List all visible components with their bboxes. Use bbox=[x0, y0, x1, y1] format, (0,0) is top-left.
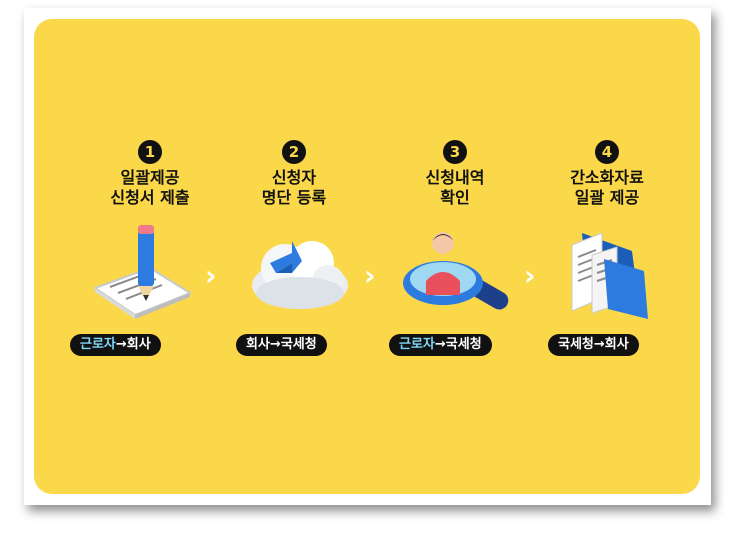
chevron-right-icon: › bbox=[524, 262, 536, 290]
step-title: 신청내역 확인 bbox=[380, 168, 530, 208]
step-3: 3 신청내역 확인 bbox=[380, 140, 530, 208]
flow-badge: 국세청→회사 bbox=[548, 334, 639, 356]
step-number: 2 bbox=[282, 140, 306, 164]
arrow-icon: → bbox=[116, 337, 127, 352]
step-title: 신청자 명단 등록 bbox=[219, 168, 369, 208]
step-number: 3 bbox=[443, 140, 467, 164]
step-title-line1: 신청자 bbox=[219, 168, 369, 188]
flow-badge: 근로자→회사 bbox=[70, 334, 161, 356]
step-4: 4 간소화자료 일괄 제공 bbox=[532, 140, 682, 208]
step-title-line2: 신청서 제출 bbox=[75, 188, 225, 208]
badge-from: 근로자 bbox=[80, 337, 116, 352]
flow-badge: 회사→국세청 bbox=[236, 334, 327, 356]
step-title-line2: 확인 bbox=[380, 188, 530, 208]
step-1: 1 일괄제공 신청서 제출 bbox=[75, 140, 225, 208]
step-title-line2: 일괄 제공 bbox=[532, 188, 682, 208]
step-number: 1 bbox=[138, 140, 162, 164]
step-title-line2: 명단 등록 bbox=[219, 188, 369, 208]
step-title: 일괄제공 신청서 제출 bbox=[75, 168, 225, 208]
badge-from: 근로자 bbox=[399, 337, 435, 352]
flow-badge: 근로자→국세청 bbox=[389, 334, 492, 356]
step-title: 간소화자료 일괄 제공 bbox=[532, 168, 682, 208]
badge-to: 국세청 bbox=[281, 337, 317, 352]
cloud-upload-icon bbox=[240, 223, 360, 323]
badge-to: 회사 bbox=[127, 337, 151, 352]
badge-to: 국세청 bbox=[446, 337, 482, 352]
pencil-document-icon bbox=[90, 223, 210, 323]
badge-to: 회사 bbox=[605, 337, 629, 352]
badge-from: 국세청 bbox=[558, 337, 594, 352]
arrow-icon: → bbox=[435, 337, 446, 352]
arrow-icon: → bbox=[594, 337, 605, 352]
person-magnifier-icon bbox=[398, 223, 518, 323]
arrow-icon: → bbox=[270, 337, 281, 352]
badge-from: 회사 bbox=[246, 337, 270, 352]
step-number: 4 bbox=[595, 140, 619, 164]
step-2: 2 신청자 명단 등록 bbox=[219, 140, 369, 208]
step-title-line1: 간소화자료 bbox=[532, 168, 682, 188]
step-title-line1: 일괄제공 bbox=[75, 168, 225, 188]
chevron-right-icon: › bbox=[205, 262, 217, 290]
step-title-line1: 신청내역 bbox=[380, 168, 530, 188]
chevron-right-icon: › bbox=[364, 262, 376, 290]
folder-documents-icon bbox=[552, 223, 672, 323]
